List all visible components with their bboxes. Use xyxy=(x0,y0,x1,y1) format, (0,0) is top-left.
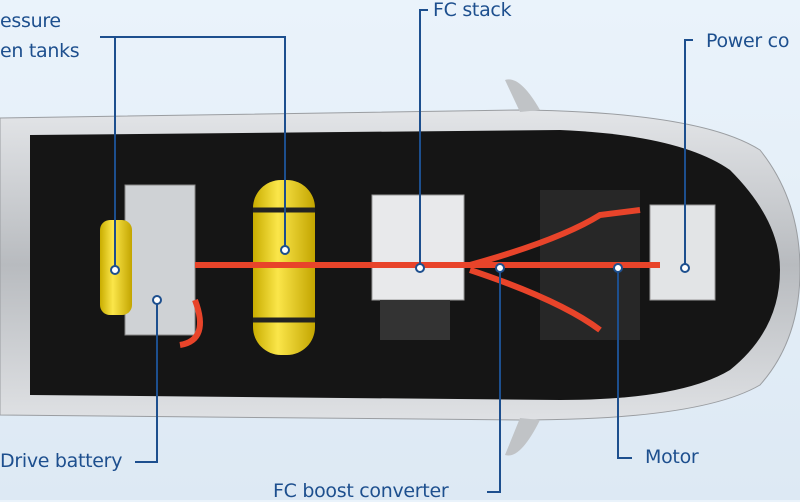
label-fc-boost-converter: FC boost converter xyxy=(273,480,449,502)
label-fc-stack: FC stack xyxy=(433,0,512,21)
fc-stack-unit xyxy=(371,194,465,340)
leader-lines xyxy=(100,9,693,493)
label-drive-battery: Drive battery xyxy=(0,450,123,472)
label-tanks-line2: en tanks xyxy=(0,40,80,62)
label-tanks-line1: essure xyxy=(0,10,61,32)
label-power-control: Power co xyxy=(706,30,790,52)
callout-dots xyxy=(110,245,690,305)
label-motor: Motor xyxy=(645,446,699,468)
orange-cables xyxy=(179,207,660,348)
drive-battery-unit xyxy=(100,184,196,336)
